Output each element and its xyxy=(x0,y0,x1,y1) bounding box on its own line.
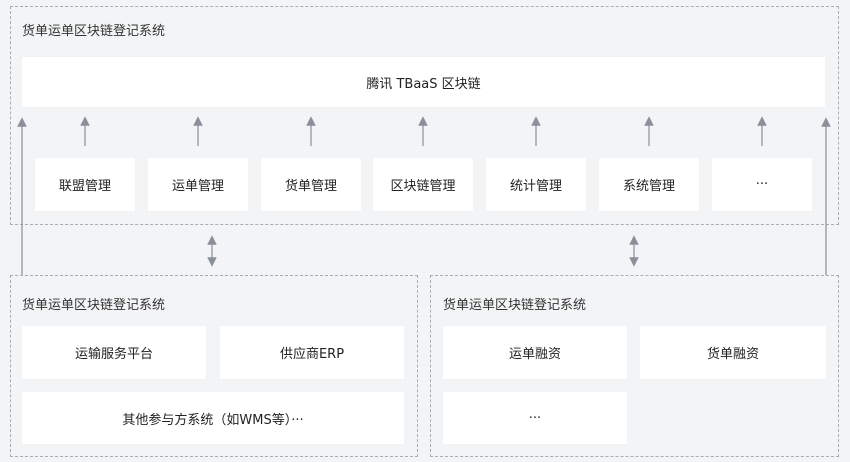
module-alliance-management: 联盟管理 xyxy=(35,158,135,211)
supplier-erp-box: 供应商ERP xyxy=(220,326,404,379)
module-statistics-management: 统计管理 xyxy=(486,158,586,211)
other-participant-systems-box: 其他参与方系统（如WMS等）··· xyxy=(22,392,404,444)
module-cargo-management: 货单管理 xyxy=(261,158,361,211)
left-system-title: 货单运单区块链登记系统 xyxy=(22,298,166,313)
module-waybill-management: 运单管理 xyxy=(148,158,248,211)
waybill-financing-box: 运单融资 xyxy=(443,326,627,379)
right-system-frame xyxy=(430,275,839,457)
blockchain-platform-box: 腾讯 TBaaS 区块链 xyxy=(22,57,825,107)
left-system-frame xyxy=(10,275,418,457)
cargo-financing-box: 货单融资 xyxy=(640,326,826,379)
right-system-title: 货单运单区块链登记系统 xyxy=(443,298,587,313)
top-system-frame xyxy=(10,6,839,225)
top-system-title: 货单运单区块链登记系统 xyxy=(22,24,166,39)
right-more-box: ··· xyxy=(443,392,627,444)
module-more: ··· xyxy=(712,158,812,211)
transport-service-platform-box: 运输服务平台 xyxy=(22,326,206,379)
module-system-management: 系统管理 xyxy=(599,158,699,211)
module-blockchain-management: 区块链管理 xyxy=(373,158,473,211)
